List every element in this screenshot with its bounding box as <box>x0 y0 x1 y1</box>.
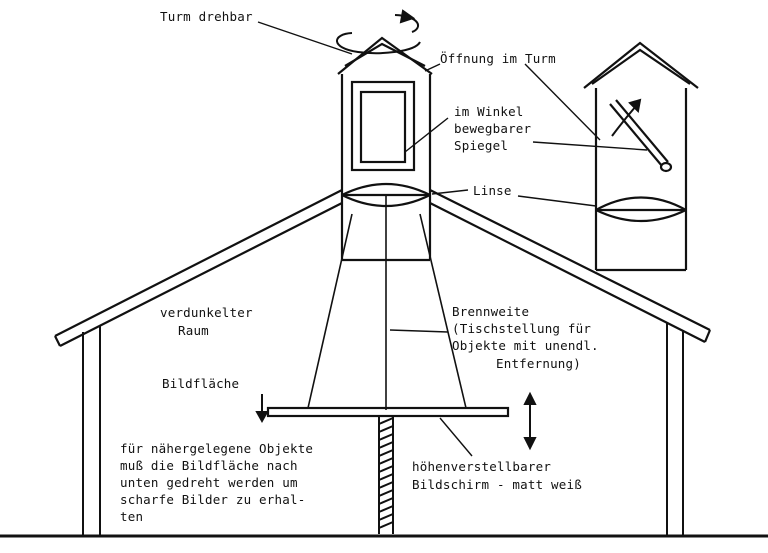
height-adjust-arrow-icon <box>523 391 537 451</box>
building-roof-left <box>54 189 343 347</box>
label-schirm-2: Bildschirm - matt weiß <box>412 477 582 492</box>
label-naeher-3: unten gedreht werden um <box>120 475 298 490</box>
tower <box>337 36 433 262</box>
label-linse: Linse <box>473 183 512 198</box>
label-raum-1: verdunkelter <box>160 305 253 320</box>
label-brennweite-1: Brennweite <box>452 304 530 319</box>
leader-lines <box>257 21 648 457</box>
rotation-arrow-icon <box>336 9 421 55</box>
label-brennweite-3: Objekte mit unendl. <box>452 338 599 353</box>
label-naeher-1: für nähergelegene Objekte <box>120 441 314 456</box>
label-spiegel-3: Spiegel <box>454 138 509 153</box>
label-raum-2: Raum <box>178 323 209 338</box>
building-wall-right <box>666 322 684 536</box>
label-turm-drehbar: Turm drehbar <box>160 9 253 24</box>
label-naeher-4: scharfe Bilder zu erhal- <box>120 492 306 507</box>
label-oeffnung: Öffnung im Turm <box>440 51 556 66</box>
label-naeher-5: ten <box>120 509 144 524</box>
detail-tower <box>583 41 699 272</box>
building-roof-right <box>429 189 712 343</box>
table-post <box>378 416 394 534</box>
detail-mirror <box>609 99 673 173</box>
label-spiegel-1: im Winkel <box>454 104 524 119</box>
label-brennweite-2: (Tischstellung für <box>452 321 592 336</box>
label-bildflaeche: Bildfläche <box>162 376 240 391</box>
label-spiegel-2: bewegbarer <box>454 121 532 136</box>
light-cone <box>307 196 467 410</box>
label-schirm-1: höhenverstellbarer <box>412 459 552 474</box>
label-naeher-2: muß die Bildfläche nach <box>120 458 298 473</box>
building-wall-left <box>82 325 101 536</box>
tower-mirror <box>350 80 416 172</box>
tilt-down-arrow-icon <box>255 394 269 424</box>
label-brennweite-4: Entfernung) <box>496 356 581 371</box>
mirror-rotate-arrow-icon <box>611 98 642 137</box>
image-table <box>266 406 510 418</box>
